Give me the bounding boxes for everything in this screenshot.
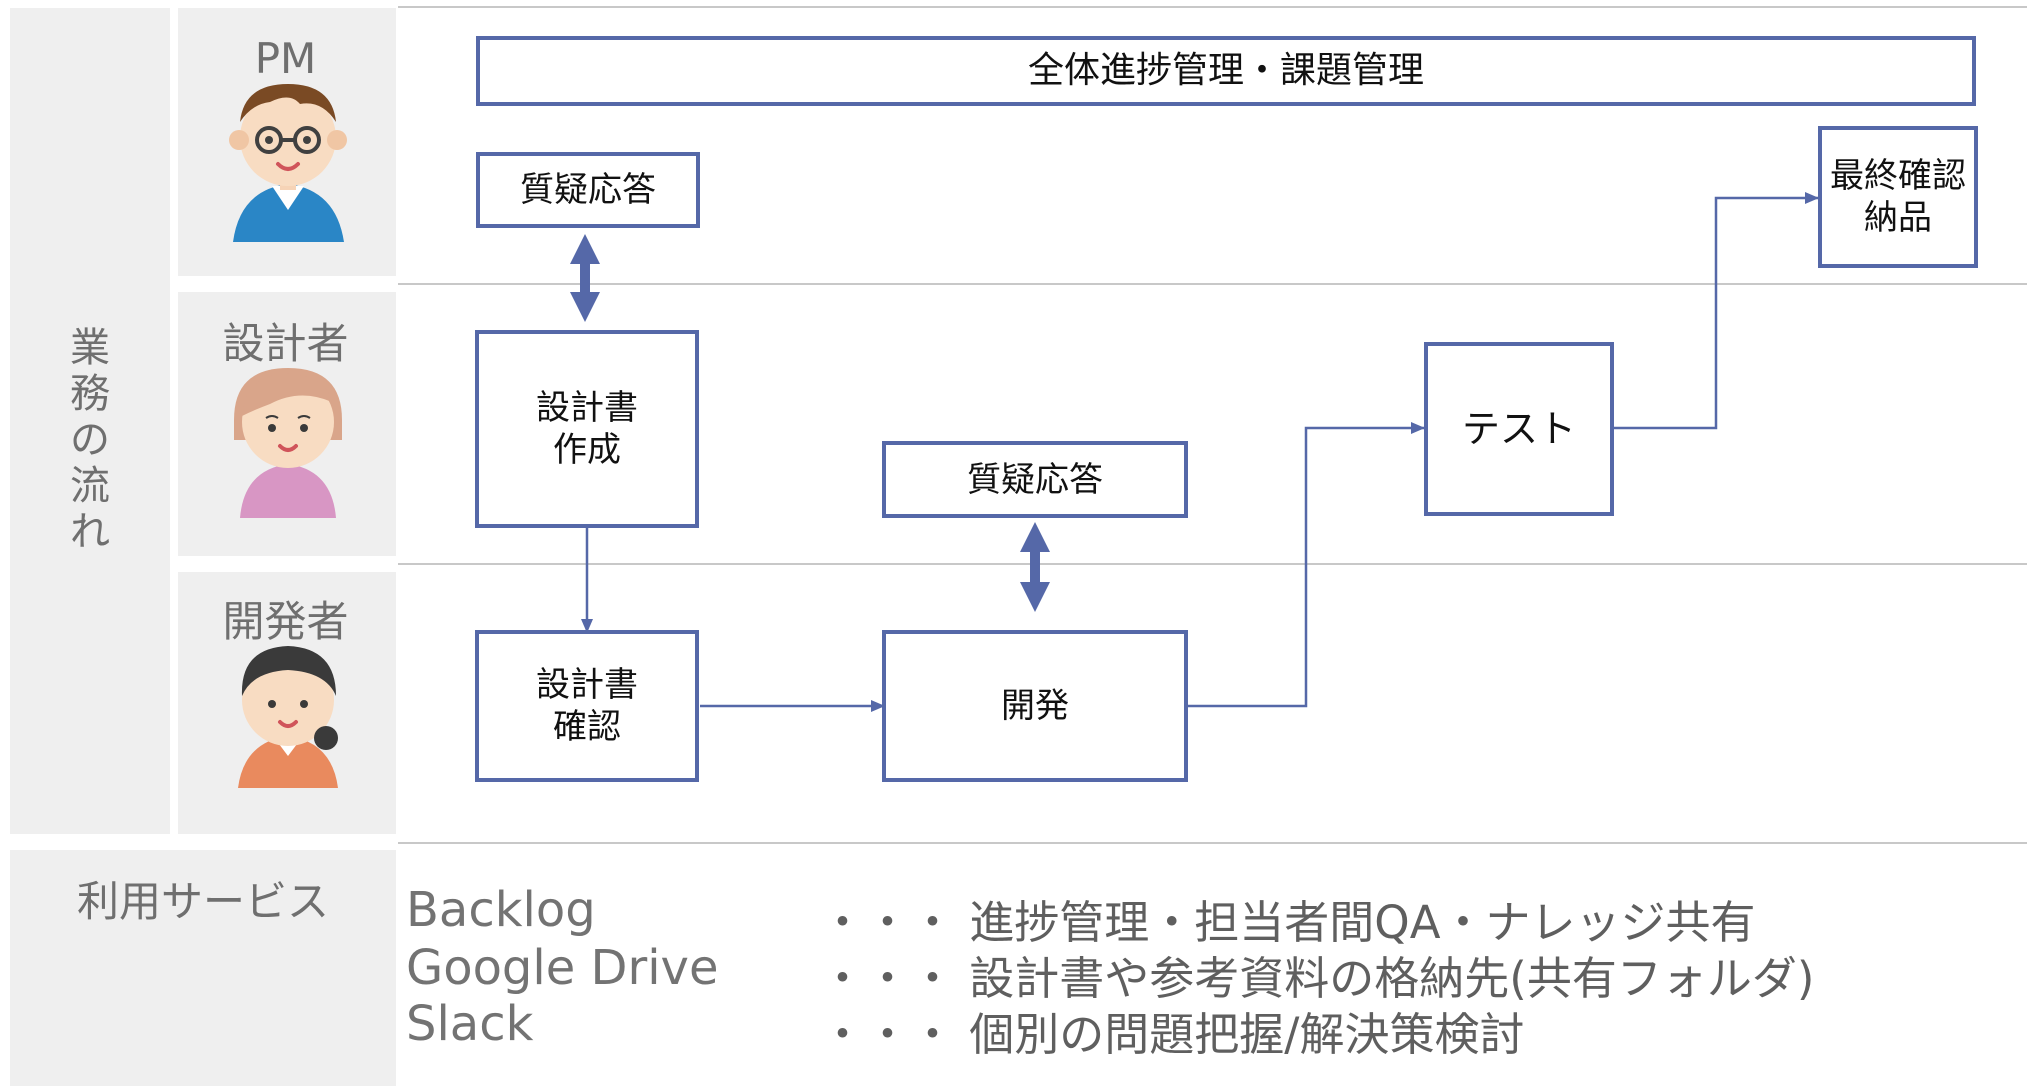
section-label-char: 流: [70, 463, 110, 509]
lane-divider-top: [398, 6, 2027, 8]
workflow-section-label: 業 務 の 流 れ: [10, 295, 170, 585]
design-doc-create-box: 設計書 作成: [475, 330, 699, 528]
overall-progress-box: 全体進捗管理・課題管理: [476, 36, 1976, 106]
service-name-backlog: Backlog: [406, 882, 596, 938]
pm-qa-box: 質疑応答: [476, 152, 700, 228]
section-label-panel: [10, 8, 170, 834]
service-name-google-drive: Google Drive: [406, 940, 719, 996]
test-to-final-arrow: [1614, 192, 1819, 430]
test-box: テスト: [1424, 342, 1614, 516]
section-label-char: 業: [70, 325, 110, 371]
dev-box: 開発: [882, 630, 1188, 782]
service-desc-slack: ・・・ 個別の問題把握/解決策検討: [820, 1008, 1525, 1061]
dev-to-test-arrow: [1188, 422, 1425, 708]
qa-dev-double-arrow: [1020, 522, 1050, 612]
service-name-slack: Slack: [406, 996, 534, 1052]
services-label: 利用サービス: [76, 877, 329, 926]
service-desc-backlog: ・・・ 進捗管理・担当者間QA・ナレッジ共有: [820, 896, 1756, 949]
role-label-developer: 開発者: [222, 597, 349, 646]
lane-divider-bottom: [398, 842, 2027, 844]
designer-qa-box: 質疑応答: [882, 441, 1188, 518]
lane-divider-pm-designer: [398, 283, 2027, 285]
final-check-delivery-box: 最終確認 納品: [1818, 126, 1978, 268]
design-doc-review-box: 設計書 確認: [475, 630, 699, 782]
service-desc-google-drive: ・・・ 設計書や参考資料の格納先(共有フォルダ): [820, 952, 1815, 1005]
section-label-char: の: [70, 417, 110, 463]
services-panel: [10, 850, 396, 1086]
role-label-designer: 設計者: [222, 319, 349, 368]
lane-divider-designer-developer: [398, 563, 2027, 565]
qa-design-double-arrow: [570, 234, 600, 322]
section-label-char: れ: [70, 509, 110, 555]
section-label-char: 務: [70, 371, 110, 417]
role-label-pm: PM: [254, 34, 317, 83]
